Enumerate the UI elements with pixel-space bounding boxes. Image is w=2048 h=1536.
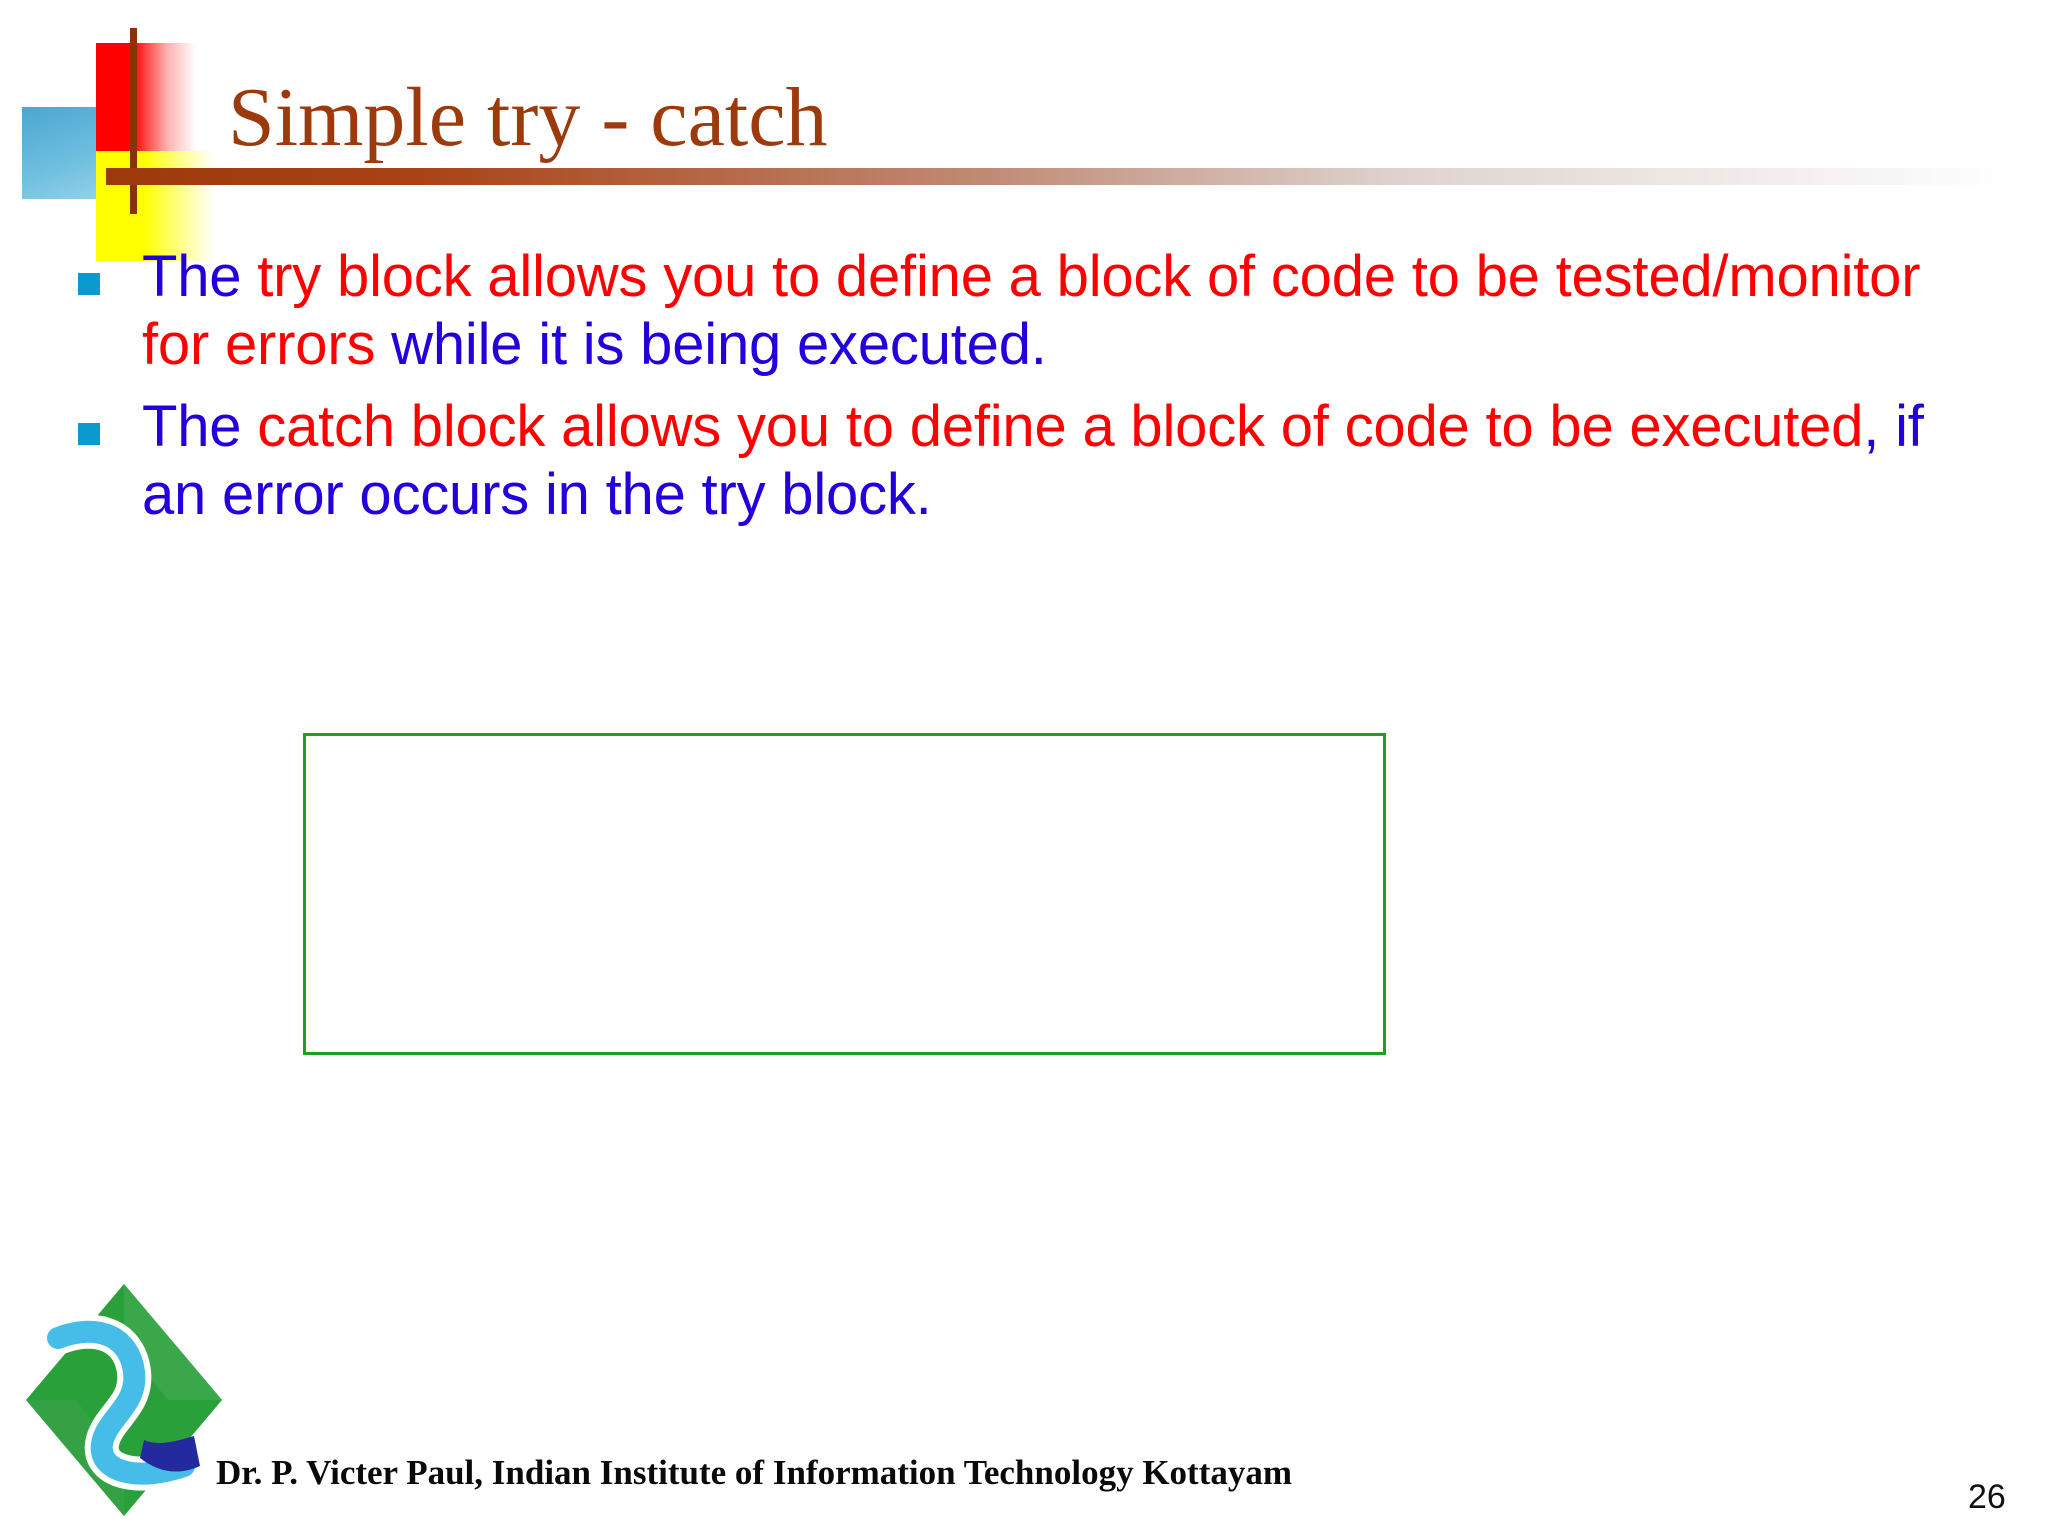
title-decoration-horizontal-rule: [106, 168, 2012, 185]
logo-icon: [26, 1284, 222, 1516]
bullet-text-2: The catch block allows you to define a b…: [142, 393, 1958, 529]
bullet-text-1: The try block allows you to define a blo…: [142, 243, 1958, 379]
bullet-2-segment-1: The: [142, 393, 258, 459]
list-item: The catch block allows you to define a b…: [78, 393, 1958, 529]
page-title: Simple try - catch: [228, 71, 828, 164]
footer-credit: Dr. P. Victer Paul, Indian Institute of …: [216, 1453, 1293, 1492]
bullet-2-segment-3: , if an error occurs in the try block.: [142, 393, 1924, 527]
code-illustration-box: try { } catch (ExceptionType name) { }: [303, 733, 1386, 1055]
title-decoration-red-square: [96, 43, 196, 151]
bullet-square-icon: [78, 273, 100, 295]
bullet-list: The try block allows you to define a blo…: [78, 243, 1958, 542]
iiit-kottayam-logo: [18, 1276, 230, 1524]
bullet-1-segment-3: while it is being executed.: [391, 311, 1047, 377]
bullet-2-segment-2: catch block allows you to define a block…: [257, 393, 1864, 459]
title-decoration-vertical-line: [130, 28, 137, 214]
list-item: The try block allows you to define a blo…: [78, 243, 1958, 379]
bullet-square-icon: [78, 422, 100, 445]
bullet-1-segment-2: try block allows you to define a block o…: [142, 244, 1921, 377]
bullet-1-segment-1: The: [142, 244, 258, 309]
code-listing: try { } catch (ExceptionType name) { }: [418, 1513, 1021, 1536]
page-number: 26: [1968, 1478, 2006, 1516]
